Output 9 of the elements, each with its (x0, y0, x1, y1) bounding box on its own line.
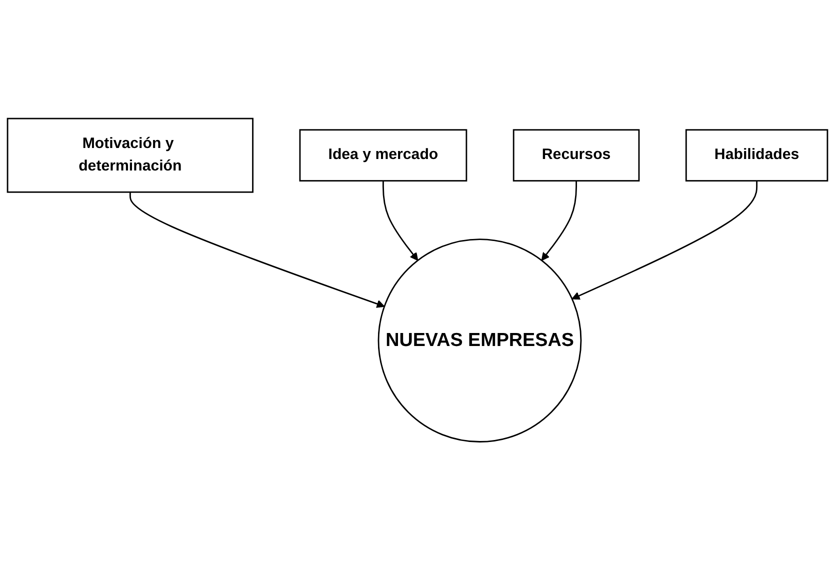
node-box: Recursos (512, 130, 640, 182)
arrow (129, 192, 385, 308)
arrow (572, 181, 758, 300)
node-box: Idea y mercado (299, 130, 468, 182)
node-circle: NUEVAS EMPRESAS (378, 238, 582, 443)
node-box: Motivación y determinación (6, 118, 254, 194)
arrow (541, 181, 577, 262)
node-box: Habilidades (685, 130, 828, 182)
arrow (382, 181, 418, 262)
